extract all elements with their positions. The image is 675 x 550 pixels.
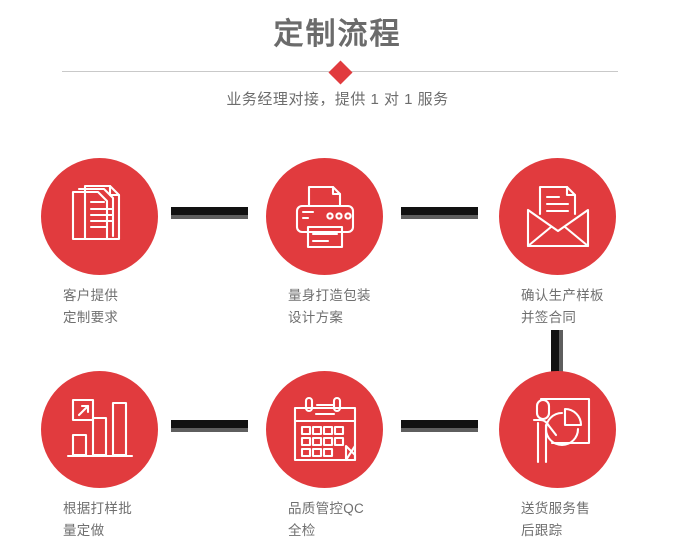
connector-shadow bbox=[559, 330, 563, 372]
divider bbox=[62, 59, 618, 85]
flow-step-6-label: 送货服务售 后跟踪 bbox=[521, 501, 590, 538]
connector-bar bbox=[551, 330, 559, 372]
connector-bar bbox=[171, 207, 248, 215]
connector-step4-step5 bbox=[171, 420, 248, 432]
connector-bar bbox=[171, 420, 248, 428]
flow-step-6-circle[interactable] bbox=[499, 371, 616, 488]
connector-shadow bbox=[401, 428, 478, 432]
connector-shadow bbox=[171, 215, 248, 219]
flow-step-3-label: 确认生产样板 并签合同 bbox=[521, 288, 604, 325]
flow-step-1-circle[interactable] bbox=[41, 158, 158, 275]
presenter-pie-chart-icon bbox=[532, 397, 590, 463]
connector-shadow bbox=[171, 428, 248, 432]
page-subtitle: 业务经理对接，提供 1 对 1 服务 bbox=[226, 91, 449, 108]
flow-step-3-circle[interactable] bbox=[499, 158, 616, 275]
flow-step-5-label: 品质管控QC 全检 bbox=[288, 501, 365, 538]
calendar-checklist-icon bbox=[293, 396, 356, 461]
connector-bar bbox=[401, 207, 478, 215]
bar-chart-growth-icon bbox=[66, 398, 133, 457]
flow-step-5-circle[interactable] bbox=[266, 371, 383, 488]
connector-bar bbox=[401, 420, 478, 428]
flow-step-2-circle[interactable] bbox=[266, 158, 383, 275]
flow-step-2-label: 量身打造包装 设计方案 bbox=[288, 288, 371, 325]
connector-shadow bbox=[401, 215, 478, 219]
open-envelope-document-icon bbox=[526, 185, 589, 247]
header-section: 定制流程 业务经理对接，提供 1 对 1 服务 bbox=[0, 0, 675, 130]
flow-step-4-label: 根据打样批 量定做 bbox=[63, 501, 132, 538]
connector-step2-step3 bbox=[401, 207, 478, 219]
documents-stack-icon bbox=[71, 184, 120, 240]
flow-step-4-circle[interactable] bbox=[41, 371, 158, 488]
connector-step3-step6 bbox=[551, 330, 563, 372]
connector-step5-step6 bbox=[401, 420, 478, 432]
page-title: 定制流程 bbox=[273, 18, 402, 51]
flow-step-1-label: 客户提供 定制要求 bbox=[63, 288, 119, 325]
connector-step1-step2 bbox=[171, 207, 248, 219]
printer-icon bbox=[295, 185, 354, 248]
